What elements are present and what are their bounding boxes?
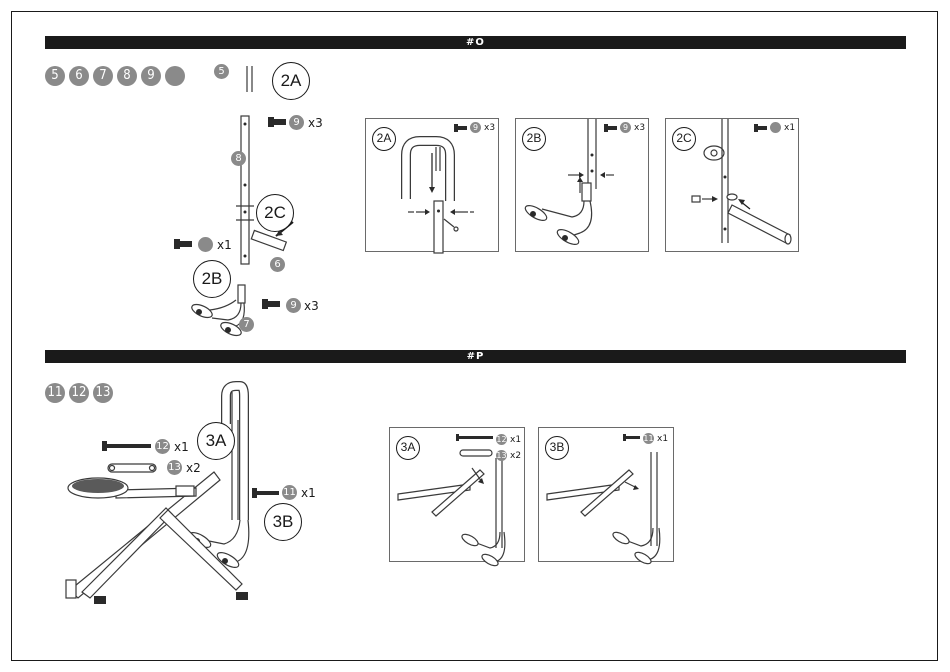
panel-3b-drawing xyxy=(539,428,675,563)
panel-3a-qty-1: x1 xyxy=(510,435,521,445)
qty-3a-link: x2 xyxy=(186,461,201,475)
panel-3b-part: 11 xyxy=(643,433,654,444)
step-3b-label: 3B xyxy=(264,503,302,541)
panel-3a-part-2: 13 xyxy=(496,450,507,461)
panel-3a-drawing xyxy=(390,428,526,563)
part-11-label: 11 xyxy=(282,485,297,500)
step-3a-label: 3A xyxy=(197,422,235,460)
qty-3a-long: x1 xyxy=(174,440,189,454)
panel-3a-part-1: 12 xyxy=(496,434,507,445)
panel-3b-qty: x1 xyxy=(657,434,668,444)
detail-panel-3a: 3A 12 x1 13 x2 xyxy=(389,427,525,562)
part-12-label: 12 xyxy=(155,439,170,454)
detail-panel-3b: 3B 11 x1 xyxy=(538,427,674,562)
panel-3a-qty-2: x2 xyxy=(510,451,521,461)
part-13-label: 13 xyxy=(167,460,182,475)
qty-3b-short: x1 xyxy=(301,486,316,500)
